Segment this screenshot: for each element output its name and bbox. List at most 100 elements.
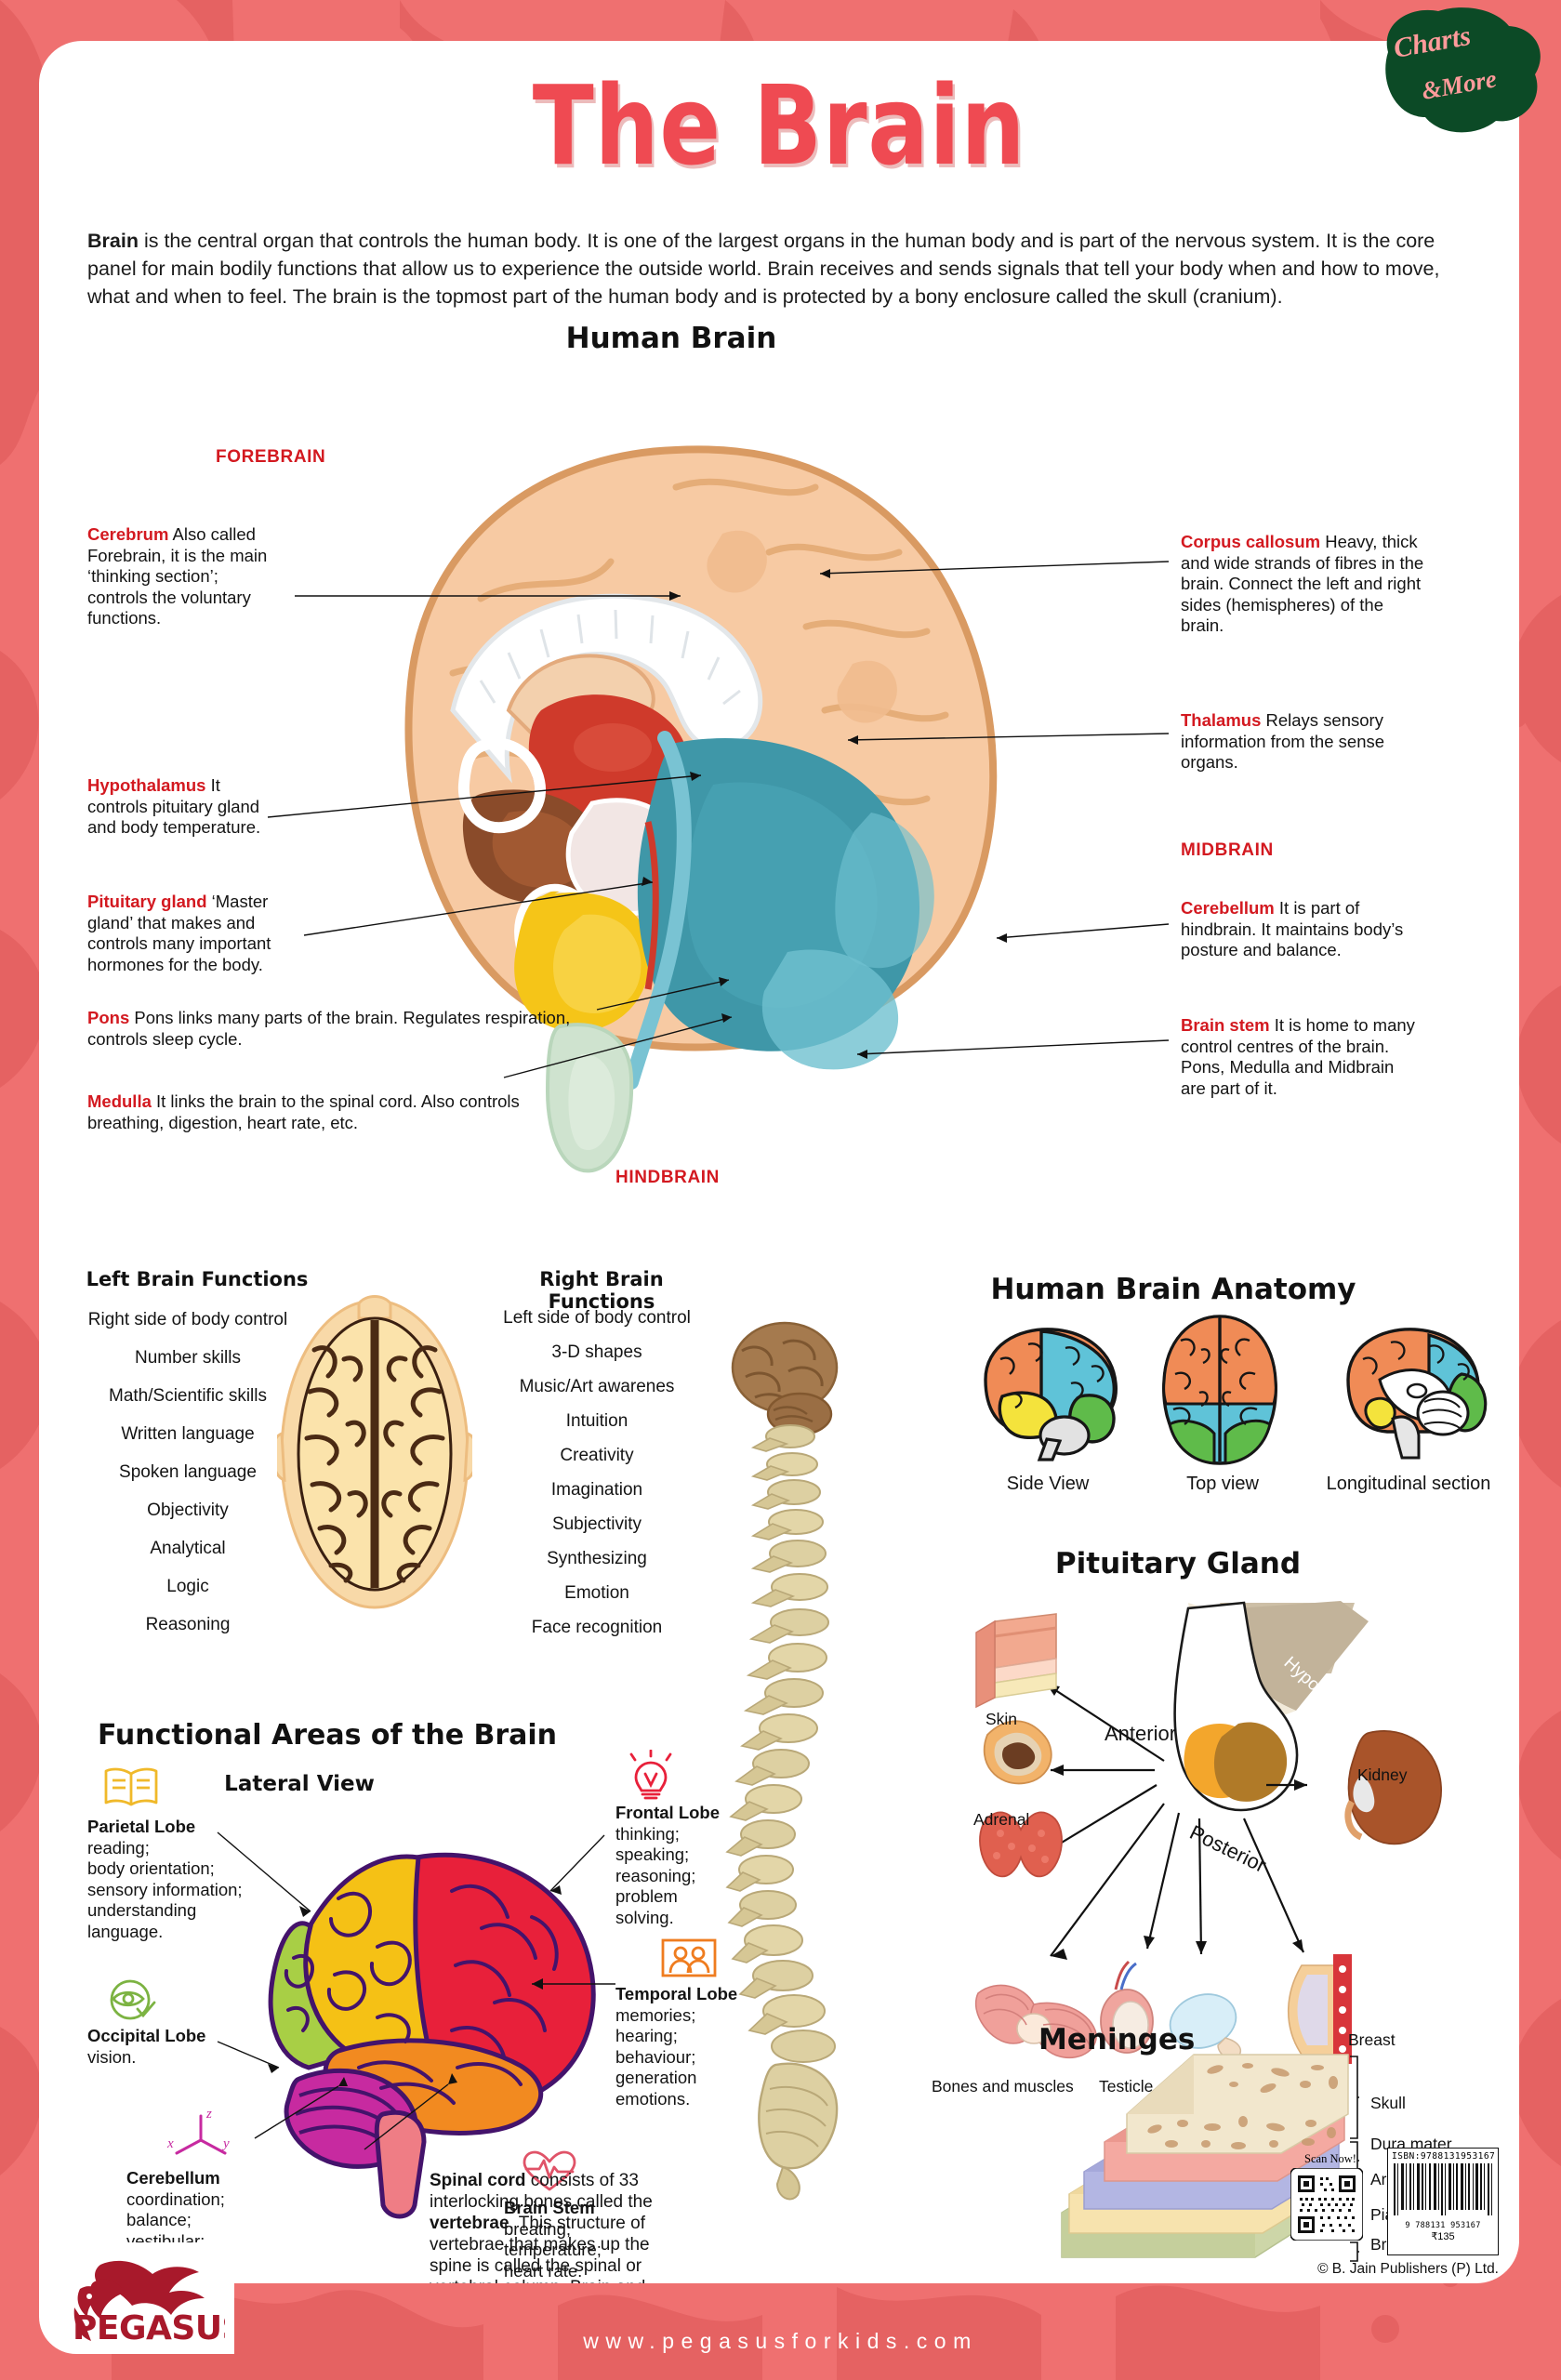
label-cerebrum: Cerebrum Also called Forebrain, it is th… (87, 524, 273, 629)
organ-testicle-icon (1100, 1960, 1154, 2054)
list-item: Reasoning (145, 1615, 231, 1634)
charts-and-more-logo: Charts &More (1385, 7, 1541, 133)
label-fa-brain-stem: Brain Stem breating; temperature; heart … (504, 2198, 681, 2281)
pituitary-target-adrenal: Adrenal (973, 1810, 1030, 1829)
pegasus-logo-block: PEGASUS (39, 2242, 234, 2354)
label-corpus-callosum-desc: Heavy, thick and wide strands of fibres … (1181, 532, 1424, 635)
label-midbrain: MIDBRAIN (1181, 840, 1274, 860)
qr-code-icon[interactable] (1290, 2168, 1363, 2241)
spinal-cord-lead: Spinal cord (430, 2171, 526, 2190)
label-thalamus-term: Thalamus (1181, 710, 1262, 730)
axes-icon: z x y (167, 2107, 230, 2155)
label-cerebrum-term: Cerebrum (87, 524, 169, 544)
label-temporal-name: Temporal Lobe (615, 1984, 738, 2003)
list-item: Right side of body control (87, 1310, 288, 1329)
right-brain-function-list: Left side of body control 3-D shapes Mus… (457, 1301, 736, 1645)
top-down-brain-illustration (277, 1295, 472, 1609)
pituitary-target-kidney: Kidney (1357, 1765, 1408, 1784)
meninges-heading: Meninges (1038, 2023, 1196, 2056)
pituitary-target-skin: Skin (986, 1710, 1018, 1728)
meninges-illustration (1061, 2054, 1359, 2262)
label-pons-desc: Pons links many parts of the brain. Regu… (87, 1008, 571, 1049)
list-item: Math/Scientific skills (109, 1386, 267, 1406)
spinal-column-illustration (725, 1321, 839, 2201)
label-medulla-term: Medulla (87, 1091, 152, 1111)
scan-now-text: Scan Now! (1304, 2152, 1356, 2165)
list-item: Synthesizing (547, 1549, 647, 1568)
anatomy-caption-longitudinal: Longitudinal section (1326, 1474, 1491, 1494)
svg-text:PEGASUS: PEGASUS (73, 2309, 225, 2345)
label-brain-stem-desc: It is home to many control centres of th… (1181, 1015, 1415, 1098)
organ-bones-muscles-icon (975, 1984, 1097, 2059)
pituitary-target-bones-muscles: Bones and muscles (932, 2077, 1074, 2096)
qr-block: Scan Now! (1290, 2152, 1370, 2241)
label-medulla-desc: It links the brain to the spinal cord. A… (87, 1091, 520, 1132)
list-item: Emotion (564, 1583, 629, 1603)
spinal-cord-body-2: . This structure of vertebrae that makes… (430, 2214, 650, 2283)
spinal-cord-caption: Spinal cord consists of 33 interlocking … (430, 2170, 681, 2283)
label-parietal-desc: reading; body orientation; sensory infor… (87, 1837, 243, 1941)
pituitary-diagram: Hypothalamus Anterior Posterior (975, 1601, 1442, 2064)
label-parietal-lobe: Parietal Lobe reading; body orientation;… (87, 1817, 283, 1942)
intro-body: is the central organ that controls the h… (87, 230, 1440, 308)
human-brain-heading: Human Brain (565, 322, 777, 355)
label-thalamus: Thalamus Relays sensory information from… (1181, 710, 1424, 774)
list-item: Creativity (560, 1446, 634, 1465)
label-occipital-name: Occipital Lobe (87, 2026, 206, 2045)
label-temporal-desc: memories; hearing; behaviour; generation… (615, 2004, 697, 2109)
meninges-layer-skull: Skull (1370, 2094, 1406, 2112)
spinal-cord-bold-2: vertebrae (430, 2214, 509, 2233)
intro-paragraph: Brain is the central organ that controls… (87, 227, 1473, 311)
anatomy-top-view-illustration (1162, 1315, 1277, 1465)
barcode-icon (1394, 2163, 1492, 2215)
lateral-view-subheading: Lateral View (224, 1772, 375, 1796)
label-corpus-callosum: Corpus callosum Heavy, thick and wide st… (1181, 532, 1427, 637)
label-frontal-desc: thinking; speaking; reasoning; problem s… (615, 1823, 696, 1927)
functional-areas-heading: Functional Areas of the Brain (97, 1719, 558, 1752)
organ-adrenal-icon (983, 1720, 1052, 1785)
price-text: ₹135 (1431, 2231, 1455, 2242)
label-occipital-lobe: Occipital Lobe vision. (87, 2026, 283, 2068)
list-item: Intuition (565, 1411, 628, 1431)
label-thalamus-desc: Relays sensory information from the sens… (1181, 710, 1385, 772)
list-item: Face recognition (531, 1618, 663, 1637)
footer-url[interactable]: www.pegasusforkids.com (583, 2329, 978, 2353)
page-title: The Brain (532, 61, 1026, 190)
label-frontal-name: Frontal Lobe (615, 1803, 721, 1822)
label-brain-stem-term: Brain stem (1181, 1015, 1270, 1035)
sagittal-brain-illustration (404, 445, 998, 1173)
axis-label-x: x (167, 2136, 174, 2151)
label-cerebellum-term: Cerebellum (1181, 898, 1275, 918)
list-item: 3-D shapes (551, 1342, 642, 1362)
isbn-text: ISBN:9788131953167 (1392, 2151, 1496, 2162)
anatomy-longitudinal-illustration (1346, 1328, 1488, 1460)
list-item: Objectivity (147, 1501, 229, 1520)
pituitary-target-testicle: Testicle (1099, 2077, 1154, 2096)
anatomy-side-view-illustration (984, 1328, 1118, 1461)
label-hindbrain: HINDBRAIN (615, 1168, 721, 1187)
label-cerebellum: Cerebellum It is part of hindbrain. It m… (1181, 898, 1422, 961)
organ-thyroid-icon (979, 1811, 1063, 1878)
anatomy-heading: Human Brain Anatomy (990, 1273, 1356, 1306)
list-item: Subjectivity (551, 1514, 642, 1534)
label-hypothalamus-term: Hypothalamus (87, 775, 206, 795)
heartbeat-icon (523, 2150, 576, 2191)
pituitary-target-breast: Breast (1348, 2030, 1396, 2049)
barcode-digits: 9 788131 953167 (1405, 2221, 1481, 2230)
right-brain-heading: Right Brain Functions (539, 1268, 664, 1313)
barcode-block: ISBN:9788131953167 9 788131 953167 ₹135 (1387, 2148, 1499, 2255)
list-item: Spoken language (119, 1462, 257, 1482)
label-brain-stem: Brain stem It is home to many control ce… (1181, 1015, 1421, 1099)
list-item: Analytical (150, 1539, 226, 1558)
eye-icon (110, 1979, 156, 2020)
list-item: Written language (121, 1424, 255, 1444)
label-forebrain: FOREBRAIN (216, 447, 326, 467)
label-fa-brain-stem-name: Brain Stem (504, 2198, 595, 2217)
intro-lead-word: Brain (87, 230, 139, 252)
label-fa-brain-stem-desc: breating; temperature; heart rate. (504, 2218, 602, 2281)
organ-ovary-icon (1169, 1993, 1242, 2060)
anatomy-caption-top: Top view (1186, 1474, 1259, 1494)
list-item: Logic (166, 1577, 209, 1596)
label-parietal-name: Parietal Lobe (87, 1817, 196, 1836)
spinal-cord-body-1: consists of 33 interlocking bones called… (430, 2171, 653, 2212)
